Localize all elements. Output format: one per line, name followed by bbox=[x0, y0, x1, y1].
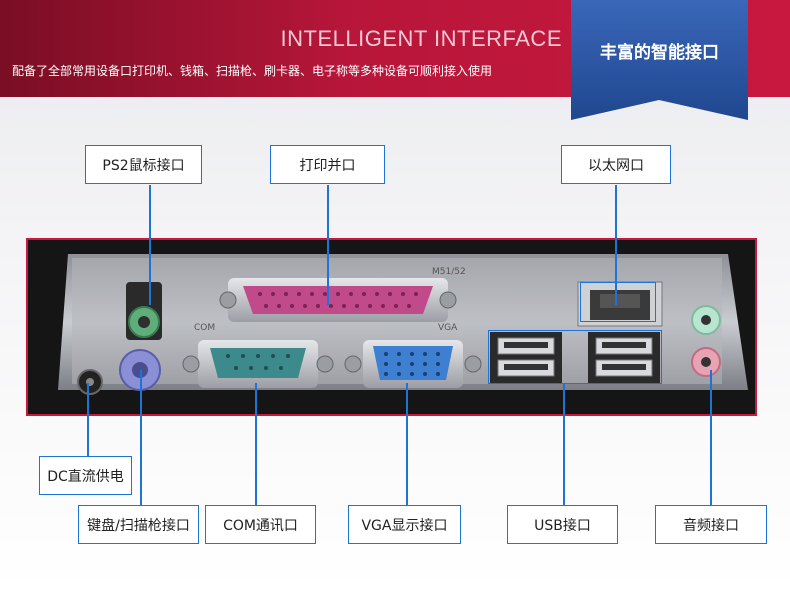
line-keyboard bbox=[140, 370, 142, 506]
callout-keyboard-scanner: 键盘/扫描枪接口 bbox=[78, 505, 199, 544]
callout-ps2-mouse: PS2鼠标接口 bbox=[85, 145, 202, 184]
line-ethernet bbox=[615, 185, 617, 305]
callout-parallel-printer: 打印并口 bbox=[270, 145, 385, 184]
line-vga bbox=[406, 383, 408, 506]
callout-dc-power: DC直流供电 bbox=[39, 456, 132, 495]
line-parallel bbox=[327, 185, 329, 305]
line-usb bbox=[563, 383, 565, 506]
callout-usb: USB接口 bbox=[507, 505, 618, 544]
vga-label: VGA bbox=[438, 323, 458, 333]
line-audio bbox=[710, 370, 712, 506]
callout-ethernet: 以太网口 bbox=[561, 145, 671, 184]
usb-highlight bbox=[488, 330, 662, 384]
model-label: M51/52 bbox=[432, 267, 466, 277]
com-label: COM bbox=[194, 323, 215, 333]
io-panel-illustration: M51/52 COM VGA bbox=[28, 240, 755, 414]
banner-subtitle: 配备了全部常用设备口打印机、钱箱、扫描枪、刷卡器、电子称等多种设备可顺利接入使用 bbox=[12, 64, 493, 78]
io-panel-photo: M51/52 COM VGA bbox=[26, 238, 757, 416]
ethernet-highlight bbox=[580, 282, 656, 322]
ribbon-title: 丰富的智能接口 bbox=[600, 43, 719, 63]
callout-vga: VGA显示接口 bbox=[348, 505, 461, 544]
line-dc bbox=[87, 383, 89, 456]
line-ps2 bbox=[149, 185, 151, 305]
callout-audio: 音频接口 bbox=[655, 505, 767, 544]
ribbon-badge bbox=[571, 0, 748, 120]
banner-title: INTELLIGENT INTERFACE bbox=[280, 26, 562, 51]
callout-com: COM通讯口 bbox=[205, 505, 316, 544]
line-com bbox=[255, 383, 257, 506]
